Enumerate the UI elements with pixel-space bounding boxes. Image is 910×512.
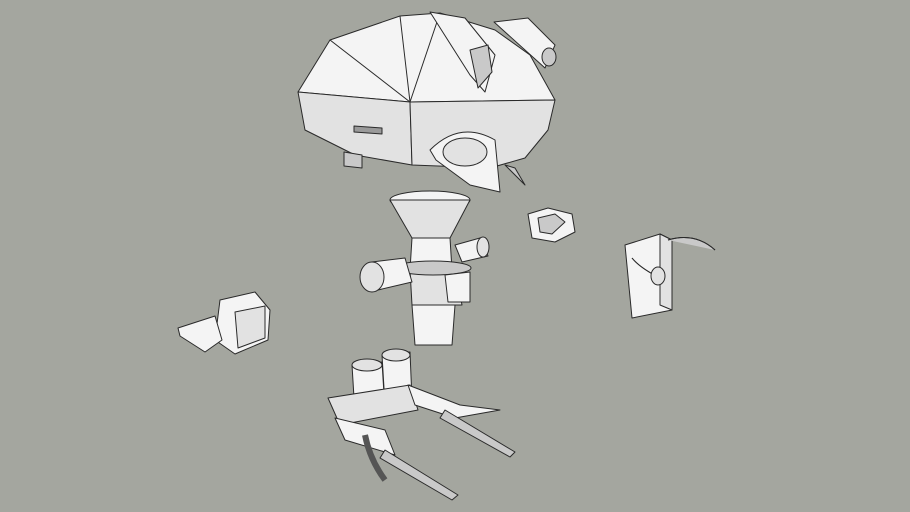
ring-collar bbox=[527, 207, 576, 243]
hose-bracket bbox=[624, 233, 716, 319]
head-dome bbox=[297, 11, 557, 193]
gun-pod bbox=[177, 291, 271, 355]
funnel-neck bbox=[359, 190, 490, 346]
twin-gun-mount bbox=[327, 348, 516, 501]
